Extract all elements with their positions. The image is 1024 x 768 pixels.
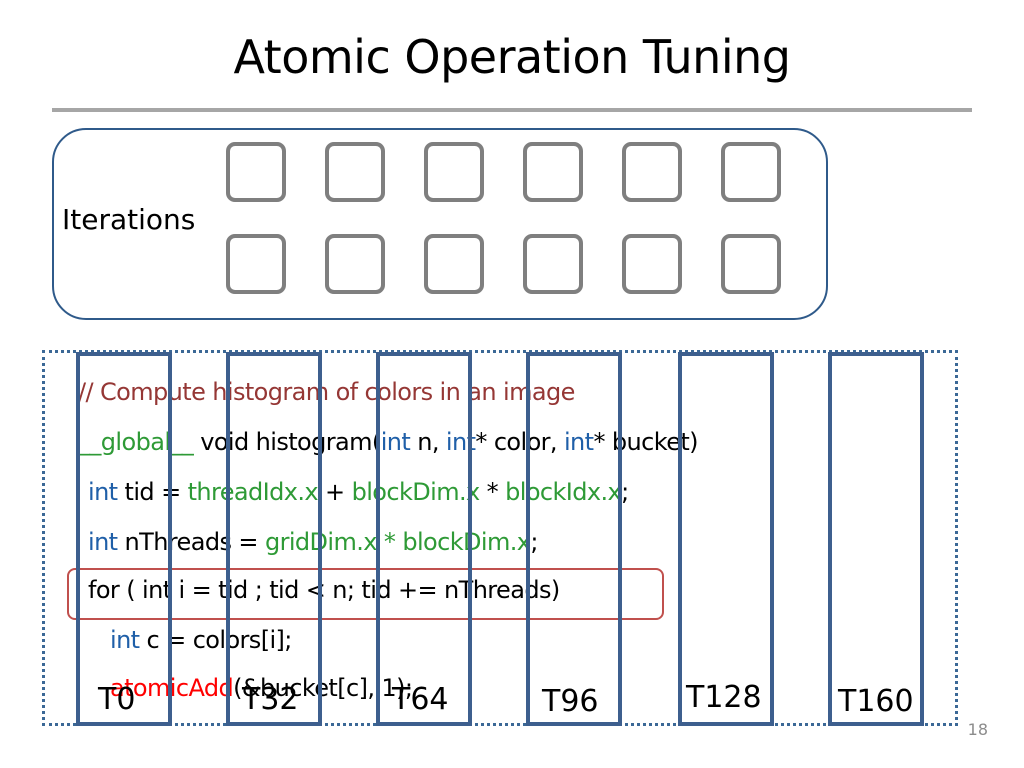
slide-title: Atomic Operation Tuning: [233, 30, 791, 84]
code-text: nThreads =: [117, 528, 265, 556]
iteration-square: [424, 142, 484, 202]
builtin-var: blockDim.x: [351, 478, 481, 506]
thread-column-t128: [678, 352, 774, 726]
iteration-square: [325, 142, 385, 202]
code-line-tid: int tid = threadIdx.x + blockDim.x * blo…: [88, 478, 629, 506]
thread-label-t0: T0: [98, 682, 136, 717]
code-text: * bucket): [593, 428, 698, 456]
builtin-var: blockIdx.x: [505, 478, 622, 506]
iteration-square: [523, 234, 583, 294]
iteration-square: [325, 234, 385, 294]
code-text: +: [318, 478, 352, 506]
iteration-square: [226, 234, 286, 294]
int-keyword: int: [88, 528, 118, 556]
iterations-label: Iterations: [62, 203, 196, 236]
int-keyword: int: [110, 626, 140, 654]
thread-column-t96: [526, 352, 622, 726]
code-text: c = colors[i];: [139, 626, 293, 654]
thread-column-t0: [76, 352, 172, 726]
iteration-square: [622, 142, 682, 202]
code-text: *: [479, 478, 506, 506]
code-line-for-loop: for ( int i = tid ; tid < n; tid += nThr…: [88, 576, 560, 604]
thread-column-t64: [376, 352, 472, 726]
iterations-panel: [52, 128, 828, 320]
iteration-square: [721, 234, 781, 294]
thread-column-t160: [828, 352, 924, 726]
code-text: ;: [621, 478, 629, 506]
code-comment-line: // Compute histogram of colors in an ima…: [78, 378, 575, 406]
thread-label-t160: T160: [838, 684, 914, 719]
int-keyword: int: [88, 478, 118, 506]
code-text: (&bucket[c], 1);: [233, 674, 413, 702]
iteration-square: [721, 142, 781, 202]
code-line-color: int c = colors[i];: [110, 626, 292, 654]
code-line-signature: __global__ void histogram(int n, int* co…: [78, 428, 699, 456]
int-keyword: int: [563, 428, 594, 456]
code-text: n,: [410, 428, 446, 456]
int-keyword: int: [380, 428, 411, 456]
thread-block-frame: [42, 350, 958, 726]
for-loop-highlight: [67, 568, 664, 620]
code-text: * color,: [475, 428, 564, 456]
iteration-square: [226, 142, 286, 202]
thread-label-t128: T128: [686, 680, 762, 715]
global-qualifier: __global__: [78, 428, 194, 456]
thread-label-t64: T64: [392, 682, 449, 717]
code-text: ;: [530, 528, 538, 556]
builtin-var: threadIdx.x: [187, 478, 319, 506]
title-divider: [52, 108, 972, 112]
code-text: tid =: [117, 478, 188, 506]
thread-column-t32: [226, 352, 322, 726]
iteration-square: [622, 234, 682, 294]
thread-label-t32: T32: [242, 682, 299, 717]
thread-label-t96: T96: [542, 684, 599, 719]
iteration-square: [424, 234, 484, 294]
iteration-square: [523, 142, 583, 202]
page-number: 18: [967, 720, 988, 739]
